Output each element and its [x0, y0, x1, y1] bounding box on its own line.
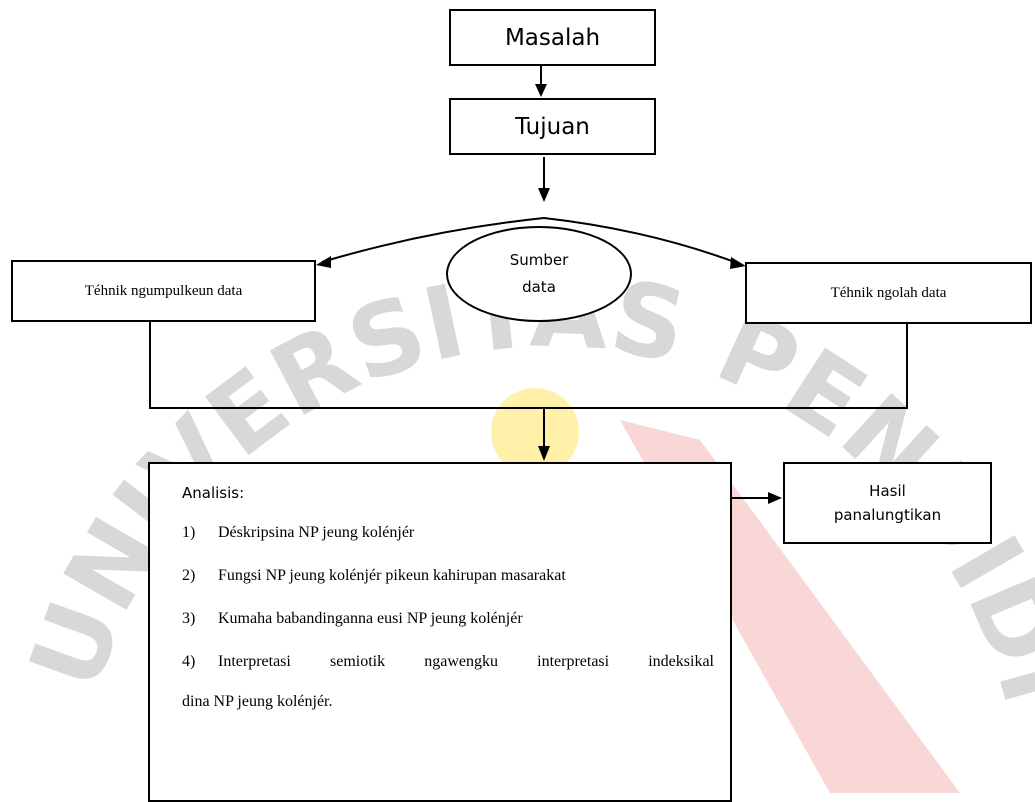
masalah-box: Masalah	[449, 9, 656, 66]
analisis-item-number: 1)	[182, 524, 196, 541]
watermark-yellow-dot	[491, 388, 579, 476]
arrow-to-ngolah	[543, 217, 741, 265]
ngumpulkeun-box: Téhnik ngumpulkeun data	[11, 260, 316, 322]
analisis-title: Analisis:	[182, 484, 245, 502]
analisis-item: 3) Kumaha babandinganna eusi NP jeung ko…	[182, 610, 714, 628]
analisis-item-number: 2)	[182, 567, 196, 584]
arrowhead-tujuan	[535, 84, 547, 97]
analisis-item: 4) Interpretasi semiotik ngawengku inter…	[182, 653, 714, 671]
analisis-item-number: 4)	[182, 653, 196, 670]
hasil-line1: Hasil	[869, 482, 906, 500]
arrowhead-hasil	[768, 492, 782, 504]
masalah-label: Masalah	[504, 24, 601, 51]
tujuan-box: Tujuan	[449, 98, 656, 155]
analisis-item-text: Fungsi NP jeung kolénjér pikeun kahirupa…	[218, 567, 566, 584]
analisis-item-number: 3)	[182, 610, 196, 627]
connectors	[149, 66, 908, 499]
hasil-line2: panalungtikan	[833, 506, 942, 524]
analisis-item-text: Kumaha babandinganna eusi NP jeung kolén…	[218, 610, 523, 627]
arrowhead-sumber	[538, 188, 550, 202]
analisis-item-text: Interpretasi semiotik ngawengku interpre…	[218, 653, 714, 670]
merge-bracket	[149, 322, 908, 409]
sumber-line2: data	[522, 278, 556, 296]
arrow-to-ngumpulkeun	[321, 217, 545, 263]
analisis-item-text: Déskripsina NP jeung kolénjér	[218, 524, 415, 541]
sumber-data-ellipse: Sumber data	[446, 226, 632, 322]
arrowhead-ngolah	[730, 257, 746, 269]
ngumpulkeun-label: Téhnik ngumpulkeun data	[84, 282, 243, 299]
ngolah-box: Téhnik ngolah data	[745, 262, 1032, 324]
analisis-item: 2) Fungsi NP jeung kolénjér pikeun kahir…	[182, 567, 714, 585]
sumber-line1: Sumber	[509, 251, 569, 269]
analisis-box: Analisis: 1) Déskripsina NP jeung kolénj…	[148, 462, 732, 802]
arrowheads	[316, 84, 782, 504]
analisis-continuation: dina NP jeung kolénjér.	[182, 693, 333, 710]
arrowhead-analisis	[538, 446, 550, 461]
tujuan-label: Tujuan	[515, 113, 590, 140]
arrowhead-ngumpulkeun	[316, 256, 331, 268]
analisis-item: 1) Déskripsina NP jeung kolénjér	[182, 524, 714, 542]
hasil-box: Hasil panalungtikan	[783, 462, 992, 544]
ngolah-label: Téhnik ngolah data	[830, 284, 947, 301]
